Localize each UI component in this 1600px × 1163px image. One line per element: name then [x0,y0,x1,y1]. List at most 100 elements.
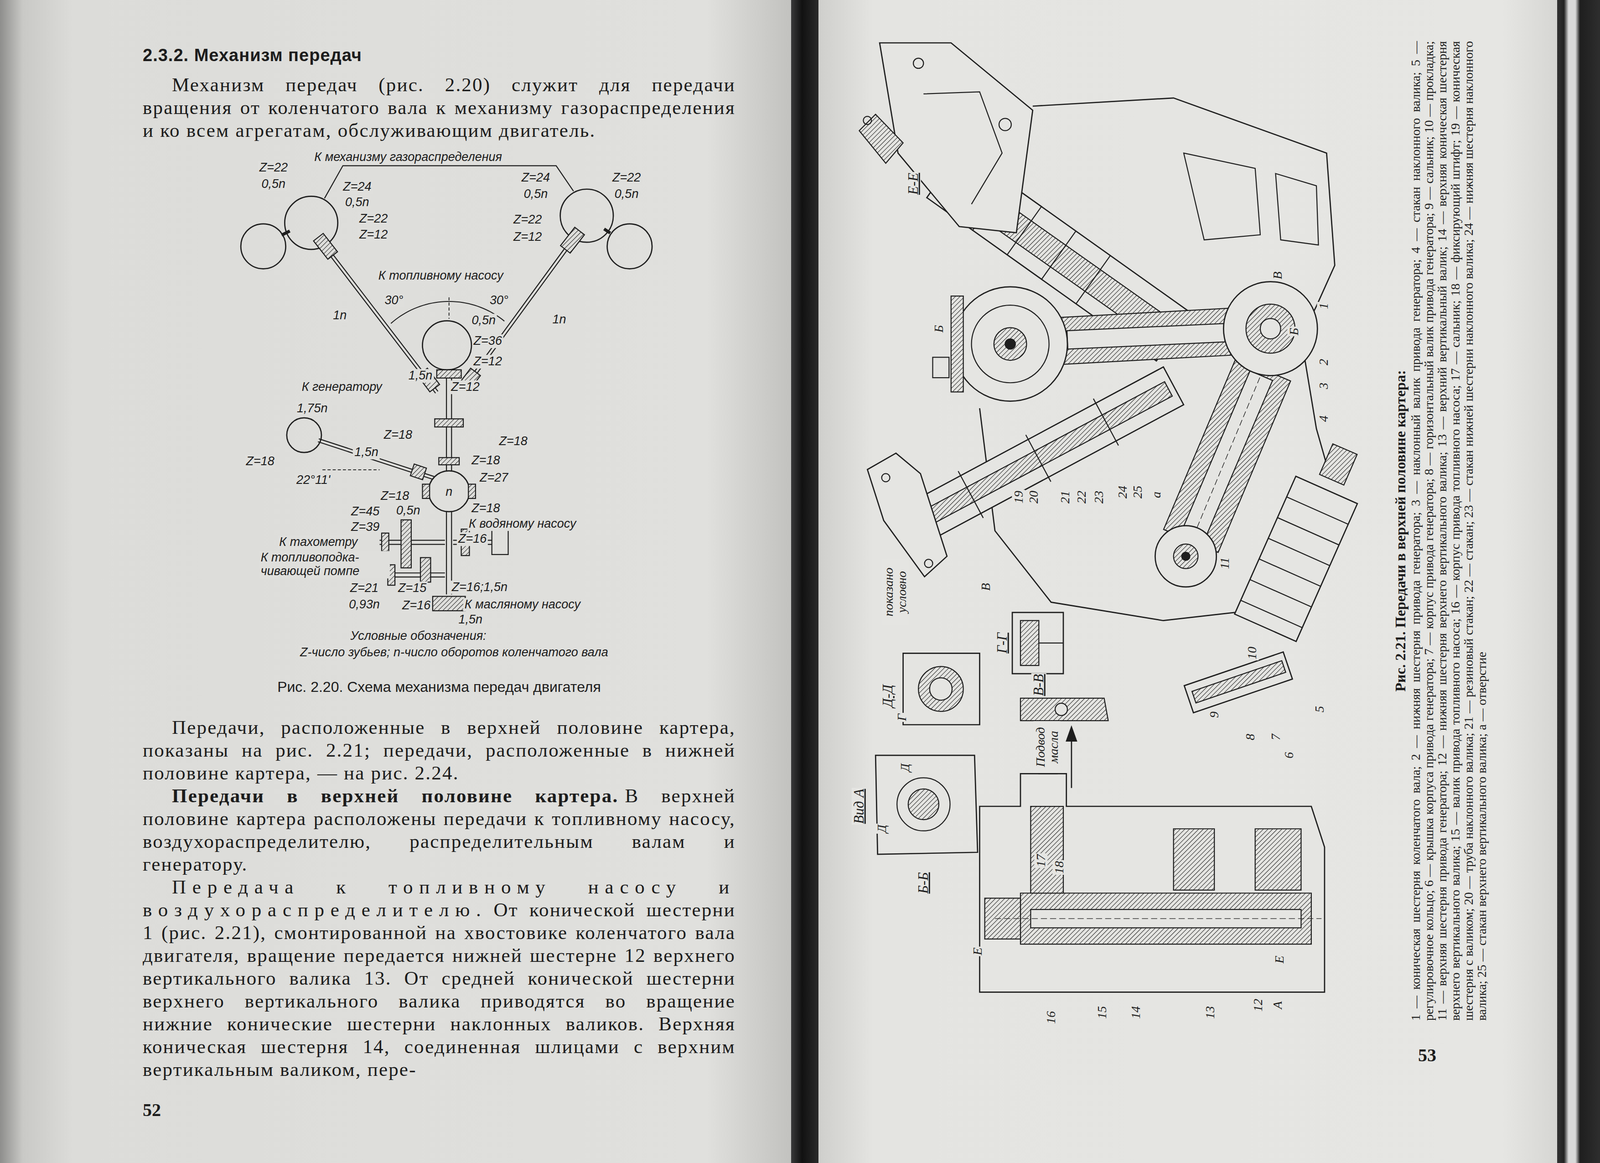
bolt-hole [999,118,1012,131]
drawing-line [923,91,1002,204]
scheme-label: Z=36 [472,334,504,348]
horizontal-shaft-core [1191,660,1286,704]
scheme-label: Z=16;1,5n [450,580,509,595]
drawing-line [1038,642,1064,644]
scheme-label: Z=39 [349,520,381,534]
scheme-label: 0,5n [522,187,550,202]
scheme-label: Z=16 [456,532,488,547]
gear-circle [422,320,472,370]
gear-circle [1260,318,1281,339]
scheme-label: 0,5n [613,187,641,202]
bolt [932,357,950,378]
gear-circle [560,189,614,243]
callout-number: 7 [1268,732,1283,741]
bolt-hole [881,473,891,482]
scheme-label: 0,5n [260,177,288,192]
section-outline [979,773,1325,992]
axis-line [448,297,450,319]
view-outline [875,755,978,855]
scheme-label: Z-число зубьев; n-число оборотов коленча… [298,645,610,660]
scheme-label: Z=24 [341,180,373,194]
text-column: 2.3.2. Механизм передачМеханизм передач … [142,45,736,1121]
rib-line [1249,579,1312,607]
section-view [903,652,980,725]
callout-number: 20 [1026,489,1041,505]
scheme-label: 1n [550,312,568,327]
scheme-label: 0,93n [347,597,382,612]
callout-number: Г [895,712,909,722]
rib-line [1286,497,1349,525]
center-line [994,918,1322,919]
callout-number: 1 [1316,301,1331,311]
callout-number: 17 [1034,853,1048,868]
book-gutter [791,0,819,1163]
body-paragraph: Передача к топливному насосу и воздухора… [142,875,736,1081]
body-paragraph: Передачи, расположенные в верхней полови… [142,715,736,785]
book-edge [1557,0,1600,1163]
scheme-label: 1,5n [407,368,435,383]
callout-number: 11 [1217,556,1232,570]
horizontal-shaft [1184,652,1293,713]
callout-number: 5 [1312,704,1326,714]
scheme-label: 1,75n [295,401,330,416]
scheme-label: 0,5n [394,503,422,518]
gear-circle [607,223,653,269]
gear-block [468,484,476,499]
scheme-label: Z=45 [349,504,381,519]
nose [859,114,903,164]
shaft-bore [1066,323,1225,349]
housing-cutout [1275,173,1319,245]
callout-number: Д [898,762,912,773]
gear-block [401,519,412,568]
gear-block [434,418,464,427]
scheme-label: К масляному насосу [463,597,582,612]
angle-line [322,469,380,471]
gear-circle [1181,552,1191,561]
callout-number: 22 [1075,489,1089,505]
scheme-label: Z=18 [244,454,276,469]
scheme-label: Z=18 [379,489,411,504]
rib-line [1240,600,1303,628]
callout-number: 4 [1316,414,1331,423]
pump-box [491,529,509,555]
callout-number: Е-Е [906,171,922,196]
gear-section [1255,828,1302,890]
gear-mesh [281,231,290,236]
scheme-label: Z=18 [382,428,414,442]
scheme-label: Z=21 [348,581,380,596]
gear-mesh [604,228,611,234]
shaft-line [379,539,446,541]
scheme-label: 0,5n [470,314,498,328]
scheme-label: 0,5n [343,195,371,210]
housing-cutout [1183,153,1261,240]
scheme-label: 30° [383,293,405,308]
rib-line [1025,434,1052,482]
rib-line [1277,517,1340,545]
gear-block [410,463,427,480]
rib-line [1041,231,1076,280]
gear-section [1173,828,1215,890]
page-number: 53 [1418,1044,1437,1066]
gear-block [438,457,460,465]
gear-circle [1055,703,1068,716]
scheme-label: К генератору [300,380,384,394]
flange [867,453,948,577]
gear-circle [971,305,1050,383]
shaft-section [1060,308,1232,365]
scheme-label: К механизму газораспределения [312,150,504,165]
callout-number: 16 [1044,1009,1058,1025]
gear-circle [908,788,939,820]
shaft-line [379,543,446,545]
scheme-label: Z=24 [520,170,552,185]
body-paragraph: Передачи в верхней половине картера.В ве… [142,784,736,876]
scheme-label: Z=12 [357,228,389,243]
shaft-line [462,237,577,394]
part-block [1020,620,1039,666]
scheme-label: Z=18 [470,453,502,468]
rib-line [1258,559,1321,587]
callout-number: Д-Д [880,683,896,709]
arrow-head [1066,726,1077,741]
callout-number: 14 [1128,1004,1143,1020]
callout-number: 13 [1203,1004,1217,1020]
callout-number: показано условно [881,559,909,625]
